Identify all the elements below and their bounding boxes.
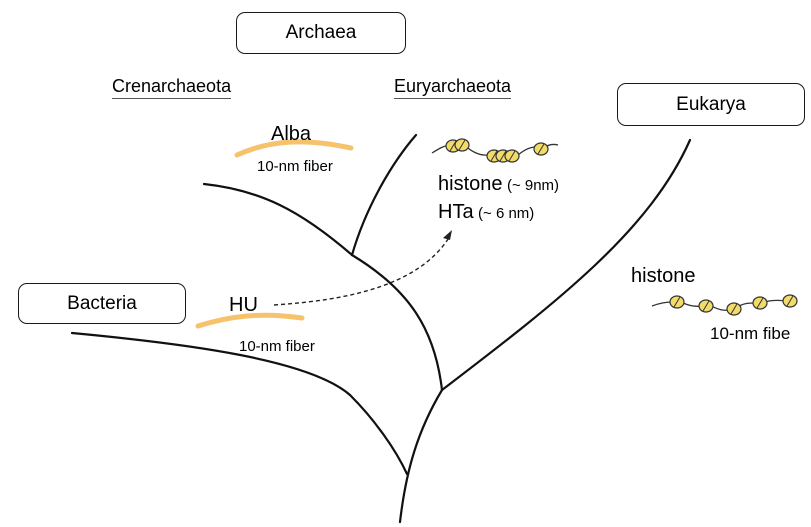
eukarya-box: Eukarya [617, 83, 805, 126]
euryarchaeota-branch [352, 135, 416, 255]
trunk-branch [400, 390, 442, 522]
hu-fiber-line [198, 315, 302, 326]
hu-label: HU [229, 295, 258, 315]
crenarchaeota-branch [204, 184, 352, 255]
euryarchaeota-heading: Euryarchaeota [394, 77, 511, 99]
histone-size-label: (~ 9nm) [507, 177, 559, 194]
hta-label: HTa [438, 201, 474, 223]
euryarchaeota-nucleosomes [446, 139, 548, 162]
hta-entry: HTa (~ 6 nm) [438, 202, 534, 222]
bacteria-label: Bacteria [67, 293, 137, 315]
crenarchaeota-heading: Crenarchaeota [112, 77, 231, 99]
eukarya-histone-label: histone [631, 266, 696, 286]
hu-fiber-label: 10-nm fiber [239, 339, 315, 354]
eukarya-label: Eukarya [676, 94, 746, 116]
archaea-label: Archaea [286, 22, 357, 44]
archaea-branch [352, 255, 442, 390]
euryarchaeota-histone: histone (~ 9nm) [438, 174, 559, 194]
bacteria-box: Bacteria [18, 283, 186, 324]
alba-fiber-label: 10-nm fiber [257, 159, 333, 174]
histone-label: histone [438, 173, 503, 195]
alba-label: Alba [271, 124, 311, 144]
hta-size-label: (~ 6 nm) [478, 205, 534, 222]
arrow-head-icon [443, 230, 452, 240]
dashed-arrow-icon [274, 236, 450, 305]
archaea-box: Archaea [236, 12, 406, 54]
eukarya-fiber-label: 10-nm fibe [710, 325, 790, 342]
